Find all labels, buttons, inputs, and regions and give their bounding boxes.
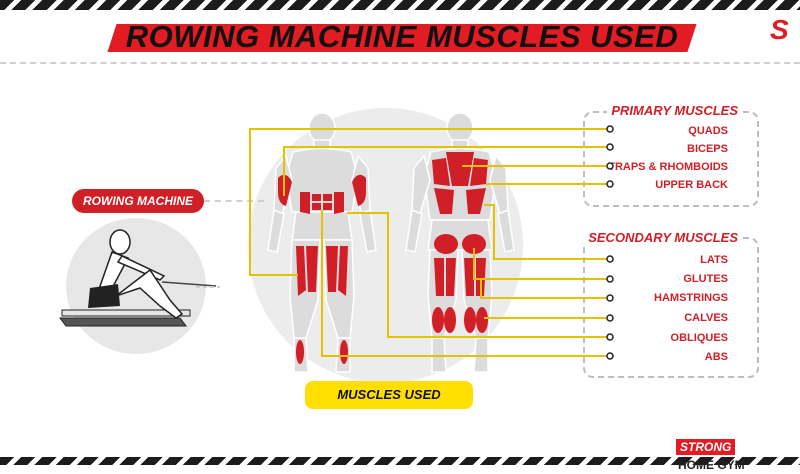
lats-right-muscle [466, 188, 486, 214]
glute-left-muscle [434, 234, 458, 254]
hamstring-left-inner-muscle [446, 258, 456, 296]
muscle-label-hamstrings: HAMSTRINGS [654, 292, 728, 304]
quad-right-outer-muscle [338, 246, 348, 296]
muscle-label-lats: LATS [700, 254, 728, 266]
muscle-label-quads: QUADS [688, 125, 728, 137]
back-muscle-highlights [432, 152, 488, 333]
bottom-stripe [0, 457, 800, 465]
upper-back-left-muscle [432, 158, 450, 186]
quad-left-outer-muscle [296, 246, 306, 296]
abs-segment-2 [323, 194, 332, 201]
top-stripe [0, 0, 800, 10]
hamstring-right-inner-muscle [464, 258, 474, 296]
muscle-label-biceps: BICEPS [687, 143, 728, 155]
brand-logo: STRONG HOME GYM [676, 438, 800, 472]
muscle-label-abs: ABS [704, 351, 728, 363]
rower-figure-illustration [59, 229, 220, 327]
calf-right-front-muscle [340, 340, 348, 364]
back-body-figure [405, 112, 515, 373]
header-divider [0, 62, 800, 64]
leader-dots [606, 125, 614, 360]
machine-connector [204, 200, 264, 202]
calf-right-inner-muscle [464, 307, 476, 333]
strong-s-logo-icon: S [770, 14, 789, 45]
muscle-label-obliques: OBLIQUES [670, 332, 728, 344]
secondary-muscles-title: SECONDARY MUSCLES [584, 230, 742, 245]
oblique-left-muscle [300, 192, 310, 214]
quad-left-inner-muscle [306, 246, 318, 292]
calf-left-outer-muscle [432, 307, 444, 333]
brand-home-gym-text: HOME GYM [678, 458, 745, 472]
muscle-label-traps-rhomboids: TRAPS & RHOMBOIDS [608, 161, 728, 173]
biceps-right-muscle [352, 174, 366, 206]
leader-lines [249, 128, 610, 357]
calf-left-front-muscle [296, 340, 304, 364]
abs-segment-1 [312, 194, 321, 201]
traps-rhomboids-muscle [446, 152, 474, 186]
calf-right-outer-muscle [476, 307, 488, 333]
abs-segment-3 [312, 203, 321, 210]
muscle-label-calves: CALVES [684, 312, 728, 324]
lats-left-muscle [434, 188, 454, 214]
page-title: ROWING MACHINE MUSCLES USED [125, 19, 679, 54]
muscles-used-label: MUSCLES USED [305, 381, 473, 409]
brand-strong-text: STRONG [676, 439, 736, 455]
rowing-machine-label: ROWING MACHINE [72, 189, 204, 213]
hamstring-left-outer-muscle [434, 258, 444, 296]
muscle-label-glutes: GLUTES [683, 273, 728, 285]
muscle-label-upper-back: UPPER BACK [655, 179, 728, 191]
oblique-right-muscle [334, 192, 344, 214]
quad-right-inner-muscle [326, 246, 338, 292]
title-block: ROWING MACHINE MUSCLES USED [107, 18, 697, 56]
primary-muscles-title: PRIMARY MUSCLES [607, 103, 742, 118]
calf-left-inner-muscle [444, 307, 456, 333]
glute-right-muscle [462, 234, 486, 254]
abs-segment-4 [323, 203, 332, 210]
front-muscle-highlights [278, 174, 366, 364]
hamstring-right-outer-muscle [476, 258, 486, 296]
